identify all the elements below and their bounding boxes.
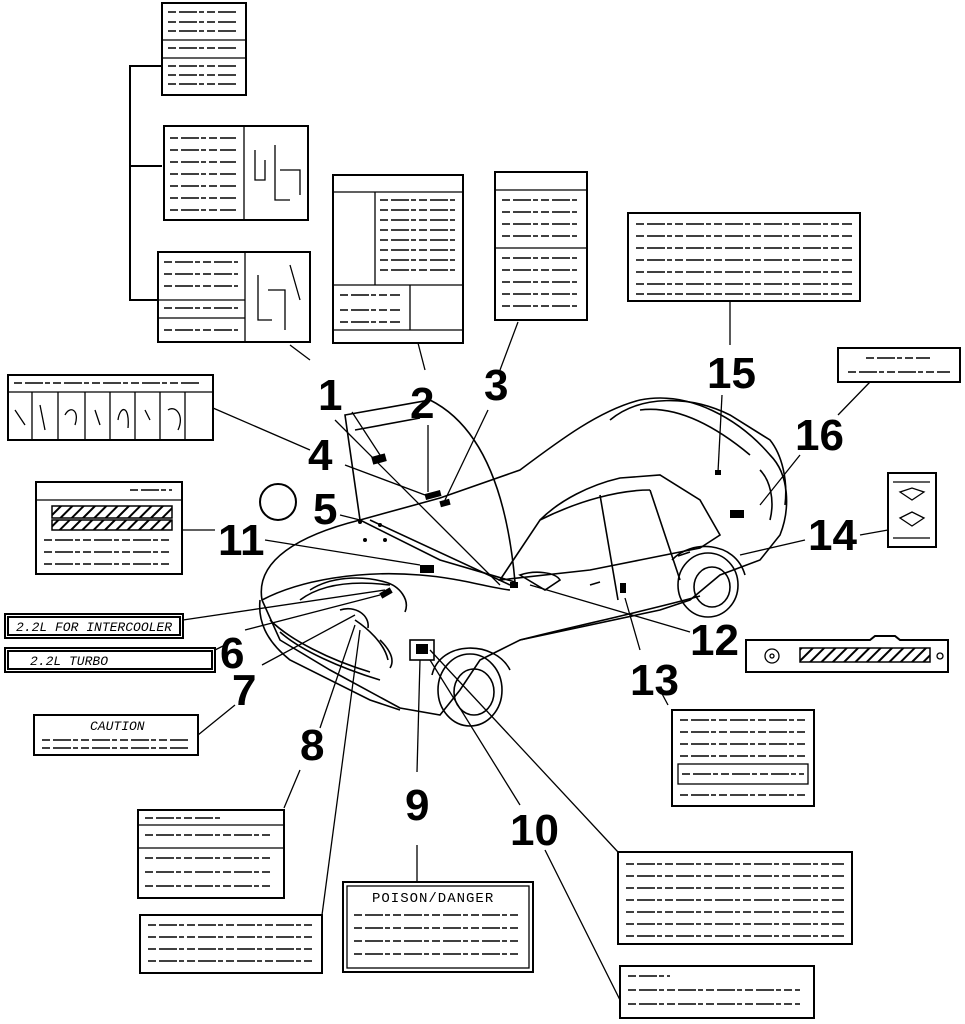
callout-11: 11 [218, 516, 265, 565]
callout-9: 9 [405, 781, 429, 830]
label-9: POISON/DANGER [342, 659, 534, 973]
label-7: CAUTION [33, 614, 356, 756]
label-10 [429, 659, 815, 1019]
label-7-text: CAUTION [90, 719, 145, 734]
callout-8: 8 [300, 721, 324, 770]
callout-14: 14 [808, 511, 857, 560]
callout-numbers: 1 2 3 4 5 6 7 8 9 10 11 12 13 14 15 16 [218, 349, 857, 855]
label-13 [624, 597, 815, 807]
callout-10: 10 [510, 806, 559, 855]
callout-4: 4 [308, 431, 333, 480]
label-1-group [129, 2, 501, 586]
label-3 [444, 171, 588, 501]
label-9-text: POISON/DANGER [372, 891, 494, 907]
label-15 [627, 212, 861, 473]
car-illustration [258, 397, 788, 727]
callout-3: 3 [484, 361, 508, 410]
label-6-upper-text: 2.2L FOR INTERCOOLER [16, 620, 172, 635]
label-8 [137, 624, 361, 974]
label-10-large [429, 649, 853, 945]
callout-6: 6 [220, 629, 244, 678]
label-4 [7, 374, 426, 496]
label-5 [259, 483, 361, 521]
label-6: 2.2L FOR INTERCOOLER 2.2L TURBO [4, 589, 386, 673]
label-14 [739, 472, 937, 556]
callout-15: 15 [707, 349, 756, 398]
label-11 [35, 481, 421, 575]
label-6-lower-text: 2.2L TURBO [30, 654, 108, 669]
label-16 [759, 347, 961, 506]
callout-13: 13 [630, 656, 679, 705]
callout-7: 7 [232, 666, 256, 715]
label-2 [332, 174, 464, 492]
callout-1: 1 [318, 371, 342, 420]
callout-16: 16 [795, 411, 844, 460]
callout-5: 5 [313, 485, 337, 534]
label-12 [529, 584, 949, 673]
callout-2: 2 [410, 379, 434, 428]
callout-12: 12 [690, 616, 739, 665]
